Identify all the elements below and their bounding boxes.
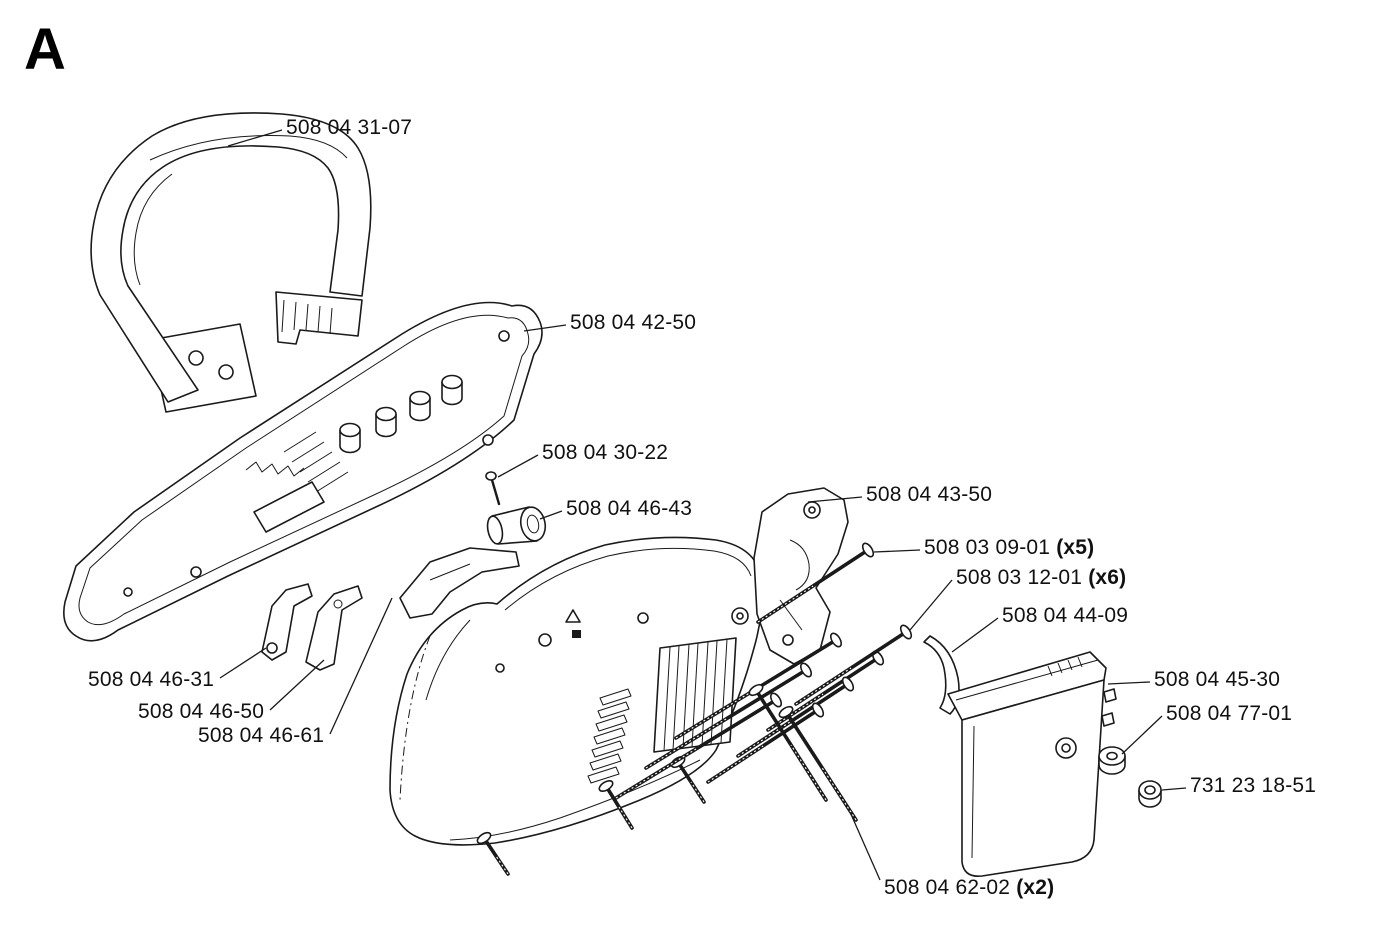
safety-markings-icon bbox=[565, 609, 581, 638]
part-label-42-50: 508 04 42-50 bbox=[570, 311, 696, 335]
part-side-cover bbox=[947, 651, 1117, 878]
part-label-46-31: 508 04 46-31 bbox=[88, 668, 214, 692]
screw-icon bbox=[706, 702, 825, 784]
part-trigger bbox=[261, 583, 313, 661]
part-grommet bbox=[1098, 746, 1126, 775]
part-qty: (x2) bbox=[1010, 876, 1055, 899]
part-label-77-01: 508 04 77-01 bbox=[1166, 702, 1292, 726]
part-label-12-01: 508 03 12-01 (x6) bbox=[956, 566, 1126, 590]
part-number: 508 03 12-01 bbox=[956, 566, 1083, 589]
screws-62-02-group bbox=[748, 683, 858, 822]
part-label-30-22: 508 04 30-22 bbox=[542, 441, 668, 465]
part-number: 508 03 09-01 bbox=[924, 536, 1051, 559]
screw-icon bbox=[778, 705, 858, 822]
leader-lines bbox=[219, 129, 1187, 881]
screw-icon bbox=[644, 662, 813, 770]
part-label-31-07: 508 04 31-07 bbox=[286, 116, 412, 140]
part-number: 508 04 46-61 bbox=[198, 724, 325, 747]
part-label-46-43: 508 04 46-43 bbox=[566, 497, 692, 521]
part-qty: (x6) bbox=[1082, 566, 1127, 589]
part-throttle-lever bbox=[399, 547, 520, 619]
part-number: 508 04 46-43 bbox=[566, 497, 693, 520]
screw-icon bbox=[598, 779, 634, 830]
part-number: 508 04 77-01 bbox=[1166, 702, 1293, 725]
part-brake-bracket bbox=[753, 487, 849, 665]
screws-09-01-group bbox=[670, 542, 885, 804]
part-label-46-61: 508 04 46-61 bbox=[198, 724, 324, 748]
part-number: 508 04 30-22 bbox=[542, 441, 669, 464]
part-number: 508 04 31-07 bbox=[286, 116, 413, 139]
screw-icon bbox=[614, 692, 783, 800]
part-screw-small bbox=[485, 471, 501, 506]
part-label-44-09: 508 04 44-09 bbox=[1002, 604, 1128, 628]
section-letter: A bbox=[24, 17, 67, 82]
screw-icon bbox=[766, 650, 885, 732]
screw-icon bbox=[756, 542, 875, 624]
part-number: 731 23 18-51 bbox=[1190, 774, 1317, 797]
part-number: 508 04 42-50 bbox=[570, 311, 697, 334]
screw-icon bbox=[748, 683, 828, 802]
part-number: 508 04 44-09 bbox=[1002, 604, 1129, 627]
part-qty: (x5) bbox=[1050, 536, 1095, 559]
part-label-18-51: 731 23 18-51 bbox=[1190, 774, 1316, 798]
part-label-46-50: 508 04 46-50 bbox=[138, 700, 264, 724]
part-damper-cylinder bbox=[486, 506, 547, 545]
part-label-62-02: 508 04 62-02 (x2) bbox=[884, 876, 1054, 900]
screw-icon bbox=[476, 831, 510, 876]
part-number: 508 04 62-02 bbox=[884, 876, 1011, 899]
part-number: 508 04 45-30 bbox=[1154, 668, 1281, 691]
part-number: 508 04 43-50 bbox=[866, 483, 993, 506]
part-number: 508 04 46-50 bbox=[138, 700, 265, 723]
part-front-handle bbox=[90, 112, 372, 413]
part-label-45-30: 508 04 45-30 bbox=[1154, 668, 1280, 692]
part-trigger-lever bbox=[305, 585, 363, 671]
part-label-09-01: 508 03 09-01 (x5) bbox=[924, 536, 1094, 560]
part-label-43-50: 508 04 43-50 bbox=[866, 483, 992, 507]
part-number: 508 04 46-31 bbox=[88, 668, 215, 691]
part-nut bbox=[1138, 780, 1162, 808]
screw-icon bbox=[794, 624, 913, 706]
